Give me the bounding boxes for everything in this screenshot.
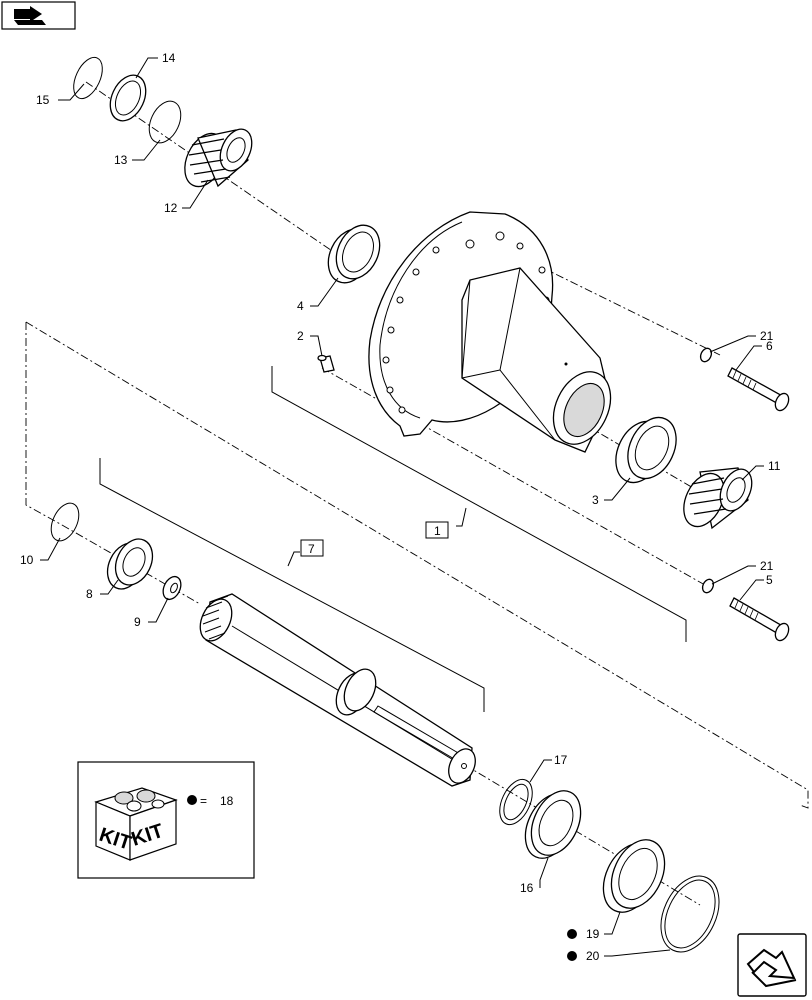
kit-bullet-markers	[567, 929, 577, 961]
callout-18: 18	[220, 794, 234, 808]
bearing-11	[683, 467, 753, 530]
bullet-19-icon	[567, 929, 577, 939]
dowel-pin-2	[317, 354, 335, 373]
kit-box-icon: KIT KIT	[94, 787, 178, 861]
callout-2: 2	[297, 329, 304, 343]
splined-shaft-7	[199, 593, 476, 787]
washer-21-lower	[701, 578, 715, 594]
svg-text:1: 1	[434, 524, 441, 538]
bearing-cup-3	[615, 416, 677, 484]
seal-19	[602, 839, 666, 913]
o-ring-10	[50, 502, 80, 542]
snap-ring-15	[73, 56, 103, 100]
o-ring-20	[660, 875, 720, 953]
bullet-20-icon	[567, 951, 577, 961]
callout-8: 8	[86, 587, 93, 601]
book-arrow-icon[interactable]	[1, 1, 76, 30]
callout-box-7: 7	[300, 539, 324, 557]
callout-17: 17	[554, 753, 568, 767]
callout-box-1: 1	[425, 521, 449, 539]
callout-16: 16	[520, 881, 534, 895]
bearing-cup-4	[327, 224, 381, 284]
leader-lines	[40, 57, 764, 957]
svg-text:7: 7	[308, 542, 315, 556]
washer-21-upper	[699, 347, 713, 363]
callout-13: 13	[114, 153, 128, 167]
callout-3: 3	[592, 493, 599, 507]
bearing-12	[184, 128, 253, 188]
callout-12: 12	[164, 201, 178, 215]
callout-labels: 15 14 13 12 4 2 21 6 3 11 21 5 10 8 9 17…	[20, 51, 781, 963]
kit-equals: =	[200, 794, 207, 808]
callout-21-upper: 21	[760, 329, 774, 343]
ring-14	[109, 74, 147, 122]
callout-6: 6	[766, 339, 773, 353]
callout-19: 19	[586, 927, 600, 941]
next-page-arrow-icon[interactable]	[737, 933, 807, 997]
callout-20: 20	[586, 949, 600, 963]
seal-8	[106, 538, 154, 590]
bolt-6	[727, 367, 790, 412]
callout-10: 10	[20, 553, 34, 567]
callout-11: 11	[768, 459, 781, 473]
bolt-5	[729, 597, 790, 642]
callout-9: 9	[134, 615, 141, 629]
callout-15: 15	[36, 93, 50, 107]
callout-14: 14	[162, 51, 176, 65]
group-bracket-hub	[271, 366, 687, 642]
hub-housing-1	[368, 211, 612, 453]
callout-21-lower: 21	[760, 559, 774, 573]
kit-legend: KIT KIT = 18	[77, 761, 255, 879]
shim-13	[148, 100, 182, 144]
thrust-washer-16	[524, 790, 582, 859]
kit-bullet-icon	[187, 795, 197, 805]
callout-5: 5	[766, 573, 773, 587]
washer-9	[162, 575, 182, 601]
callout-4: 4	[297, 299, 304, 313]
group-bracket-shaft	[99, 458, 485, 712]
retaining-ring-17	[499, 778, 533, 826]
